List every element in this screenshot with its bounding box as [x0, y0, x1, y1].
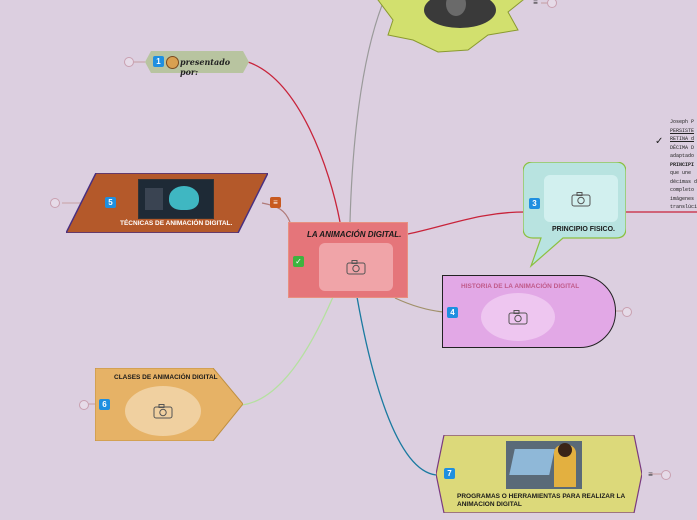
- avatar-icon: [166, 56, 179, 69]
- side-note-line: Joseph P: [670, 119, 695, 125]
- topic-label: PROGRAMAS O HERRAMIENTAS PARA REALIZAR L…: [457, 493, 625, 508]
- collapse-toggle[interactable]: [547, 0, 557, 8]
- side-note-line: PERSISTE: [670, 127, 695, 134]
- topic-node-fisico[interactable]: 3 PRINCIPIO FISICO.: [523, 162, 626, 268]
- side-note-line: translúci: [670, 204, 697, 210]
- collapse-toggle[interactable]: [50, 198, 60, 208]
- notes-icon[interactable]: ≡: [270, 197, 281, 208]
- camera-icon: [544, 175, 618, 222]
- topic-number-badge: 6: [99, 399, 110, 410]
- camera-icon: [125, 386, 201, 436]
- side-note-line: RETINA d: [670, 136, 695, 142]
- topic-number-badge: 1: [153, 56, 164, 67]
- check-icon: ✓: [655, 136, 664, 147]
- notes-icon[interactable]: ≡: [533, 0, 538, 7]
- topic-label: HISTORIA DE LA ANIMACIÓN DIGITAL: [461, 283, 580, 290]
- topic-node-clases[interactable]: CLASES DE ANIMACIÓN DIGITAL 6: [95, 368, 243, 441]
- collapse-toggle[interactable]: [124, 57, 134, 67]
- topic-label: CLASES DE ANIMACIÓN DIGITAL: [114, 374, 218, 381]
- topic-node-historia[interactable]: HISTORIA DE LA ANIMACIÓN DIGITAL 4: [442, 275, 616, 348]
- side-note-line: décimas d: [670, 178, 697, 185]
- side-note-line: DÉCIMA D: [670, 144, 695, 151]
- check-icon: ✓: [293, 256, 304, 267]
- camera-icon: [481, 293, 555, 341]
- topic-node-2[interactable]: 2: [368, 0, 528, 60]
- collapse-toggle[interactable]: [622, 307, 632, 317]
- topic-number-badge: 4: [447, 307, 458, 318]
- side-note-line: imágenes: [670, 195, 695, 202]
- side-note-line: que une: [670, 170, 692, 176]
- central-topic[interactable]: LA ANIMACIÓN DIGITAL. ✓: [288, 222, 408, 298]
- collapse-toggle[interactable]: [79, 400, 89, 410]
- topic-node-presentado[interactable]: 1 presentado por:: [145, 51, 249, 77]
- topic-node-tecnicas[interactable]: 5 TÉCNICAS DE ANIMACIÓN DIGITAL.: [66, 173, 268, 233]
- tecnicas-image: [138, 179, 214, 219]
- topic-number-badge: 5: [105, 197, 116, 208]
- side-note-line: adaptado: [670, 153, 695, 159]
- programas-image: [506, 441, 582, 489]
- topic-label: PRINCIPIO FISICO.: [552, 226, 616, 233]
- camera-icon: [319, 243, 393, 291]
- side-note-line: PRINCIPI: [670, 161, 695, 168]
- topic-label: presentado por:: [180, 57, 231, 77]
- topic-number-badge: 3: [529, 198, 540, 209]
- side-note-line: completo: [670, 187, 695, 193]
- side-note-text: Joseph P PERSISTE RETINA d DÉCIMA D adap…: [670, 118, 697, 212]
- topic-node-programas[interactable]: 7 PROGRAMAS O HERRAMIENTAS PARA REALIZAR…: [436, 435, 642, 513]
- central-title: LA ANIMACIÓN DIGITAL.: [307, 230, 402, 239]
- topic-number-badge: 7: [444, 468, 455, 479]
- collapse-toggle[interactable]: [661, 470, 671, 480]
- notes-icon[interactable]: ≡: [648, 470, 653, 479]
- starburst-shape: [377, 0, 524, 53]
- topic-label: TÉCNICAS DE ANIMACIÓN DIGITAL.: [120, 220, 233, 227]
